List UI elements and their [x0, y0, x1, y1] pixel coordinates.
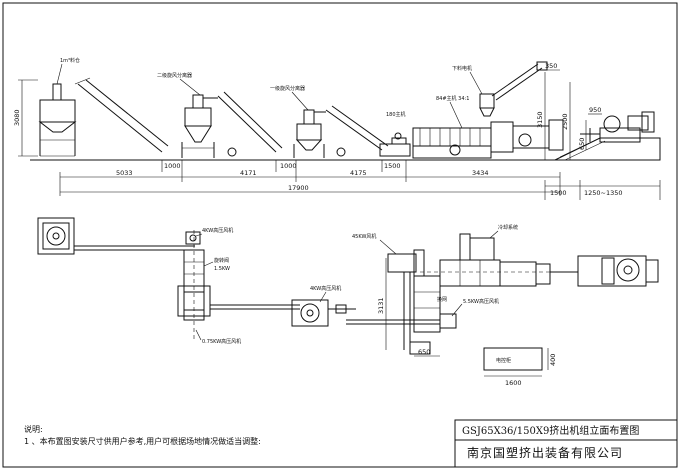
dim-1500-right: 1500 [550, 189, 567, 197]
plan-blower-top [185, 231, 201, 245]
cyclone-1 [293, 109, 346, 158]
screen-label: 换网 [437, 296, 447, 303]
rotary-label: 旋转阀 [214, 257, 229, 264]
cyclone-2 [181, 94, 237, 158]
plan-extruder [387, 233, 570, 355]
pelletizer [580, 111, 655, 143]
dim-1000-b: 1000 [280, 162, 297, 170]
dim-range: 1250~1350 [584, 189, 623, 197]
dim-1000-a: 1000 [164, 162, 181, 170]
dim-cabinet-h: 400 [549, 354, 557, 366]
mid-blower-label: 4KW高压风机 [310, 285, 341, 292]
conveyor-3 [325, 105, 389, 151]
conveyor-2 [217, 91, 283, 153]
notes-item-1: 1 、本布置图安装尺寸供用户参考,用户可根据场地情况做适当调整: [24, 436, 261, 446]
screen-power-label: 5.5KW高压风机 [463, 298, 499, 305]
dim-650: 650 [578, 138, 586, 150]
dim-2500: 2500 [561, 113, 569, 130]
cooling-label: 冷却系统 [498, 224, 518, 231]
cyclone1-label: 一级旋风分离器 [270, 85, 305, 92]
dim-1500: 1500 [384, 162, 401, 170]
dim-4171: 4171 [240, 169, 257, 177]
hopper-label: 1m³料仓 [60, 57, 80, 64]
dim-4175: 4175 [350, 169, 367, 177]
extruder [379, 119, 564, 159]
drawing-title: GSJ65X36/150X9挤出机组立面布置图 [462, 424, 639, 437]
dim-5033: 5033 [116, 169, 133, 177]
hopper-silo [38, 83, 77, 157]
plan-silo [37, 217, 75, 255]
blower-fan-label: 45KW风机 [352, 233, 376, 240]
hp-blower-label: 0.75KW高压风机 [202, 338, 241, 345]
dim-height-left: 3080 [13, 109, 21, 126]
control-cabinet-label: 电控柜 [496, 357, 511, 364]
feeder [479, 61, 548, 117]
mixer-label: 180主机 [386, 111, 406, 118]
blower-plan-label: 4KW高压风机 [202, 227, 233, 234]
dim-350: 350 [545, 62, 557, 70]
plan-cyclone-column [177, 230, 211, 340]
dim-3434: 3434 [472, 169, 489, 177]
dim-cabinet-w: 1600 [505, 379, 522, 387]
feeder-label: 下料电机 [452, 65, 472, 72]
dim-total: 17900 [288, 184, 309, 192]
rotary-power-label: 1.5KW [214, 266, 230, 272]
dim-950: 950 [589, 106, 601, 114]
title-block [454, 419, 678, 468]
ramp [554, 137, 661, 161]
dim-3150: 3150 [536, 111, 544, 128]
control-cabinet [483, 347, 549, 377]
dim-3131: 3131 [377, 297, 385, 314]
plan-mid-blower [291, 299, 329, 327]
cyclone2-label: 二级旋风分离器 [157, 72, 192, 79]
dim-650-plan: 650 [418, 348, 430, 356]
notes-heading: 说明: [24, 424, 43, 434]
plan-pelletizer [577, 255, 659, 287]
conveyor-1 [74, 77, 169, 153]
company-name: 南京国塑挤出装备有限公司 [467, 445, 623, 460]
gearbox-label: 84#主机 34:1 [436, 95, 469, 102]
